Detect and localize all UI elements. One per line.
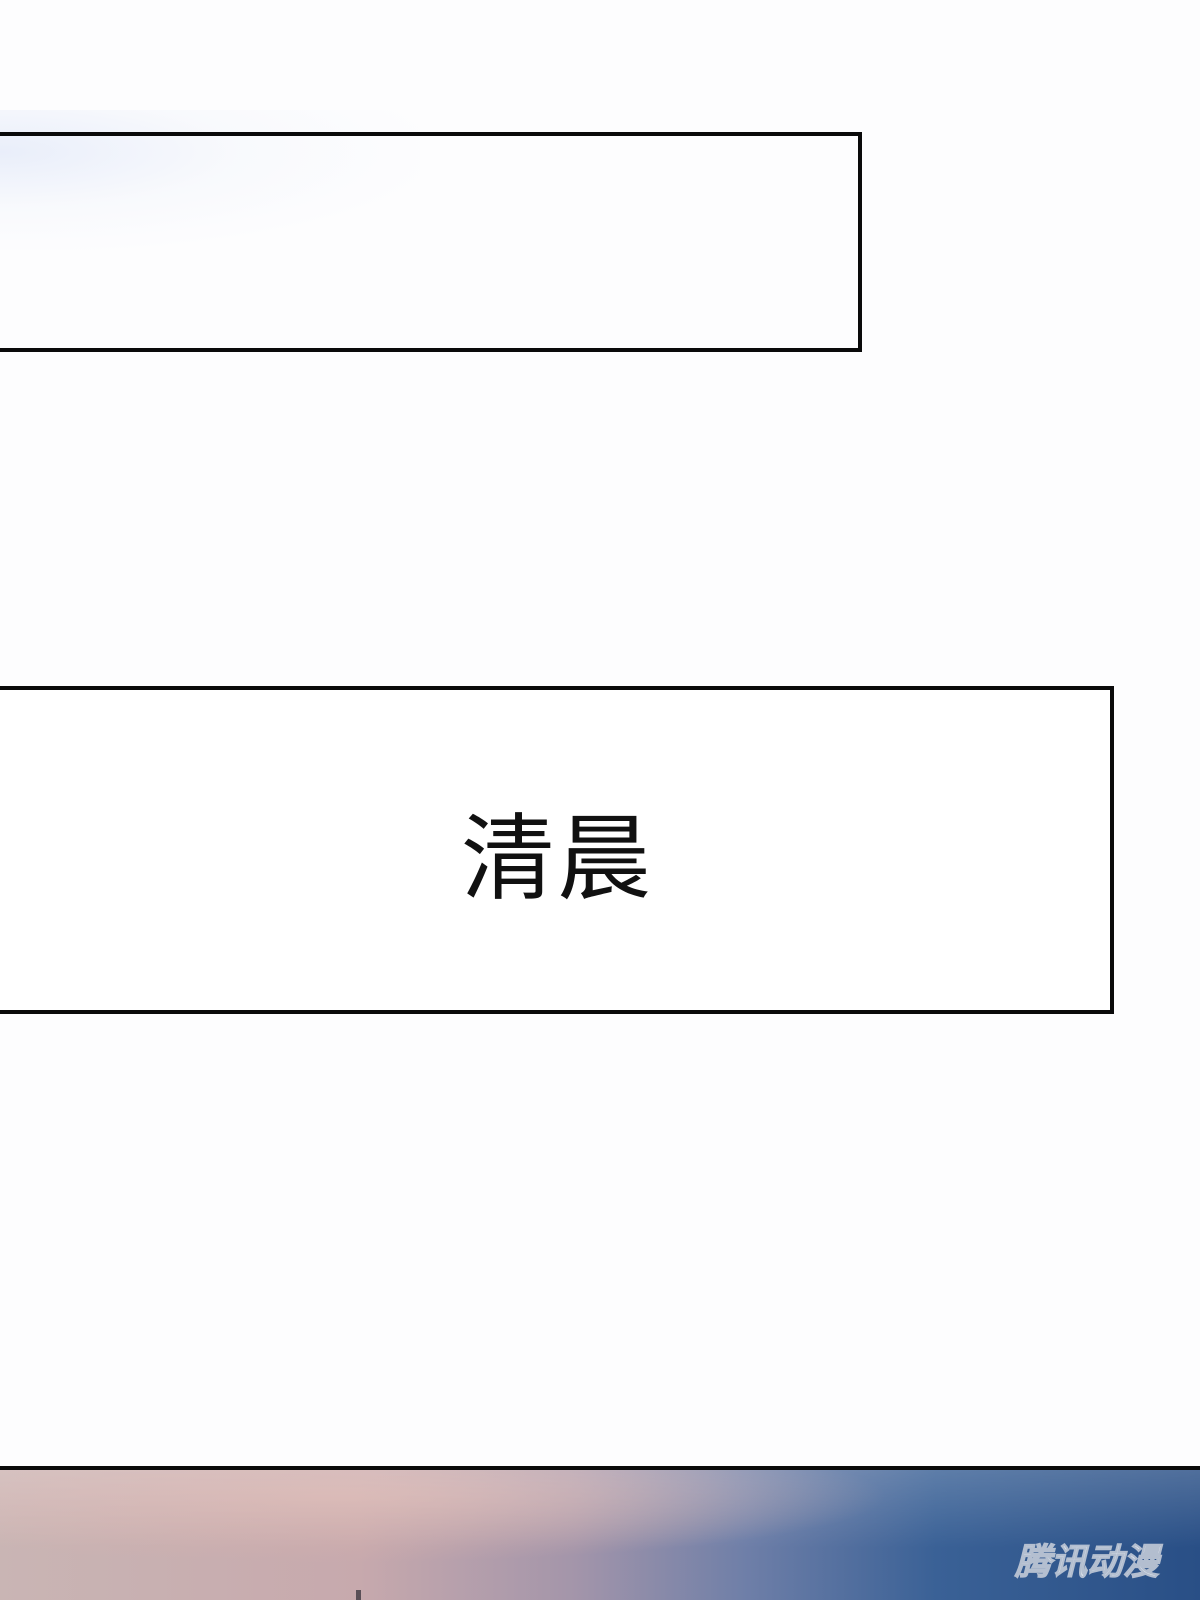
sky-panel — [0, 1466, 1200, 1600]
caption-text: 清晨 — [460, 805, 653, 914]
tencent-comics-watermark-logo: 腾讯动漫 — [1013, 1541, 1163, 1583]
antenna-silhouette — [356, 1590, 361, 1600]
svg-text:腾讯动漫: 腾讯动漫 — [1014, 1542, 1163, 1583]
caption-box: 清晨 — [0, 686, 1114, 1014]
top-panel-frame — [0, 132, 862, 352]
sky-haze — [0, 1470, 1200, 1600]
